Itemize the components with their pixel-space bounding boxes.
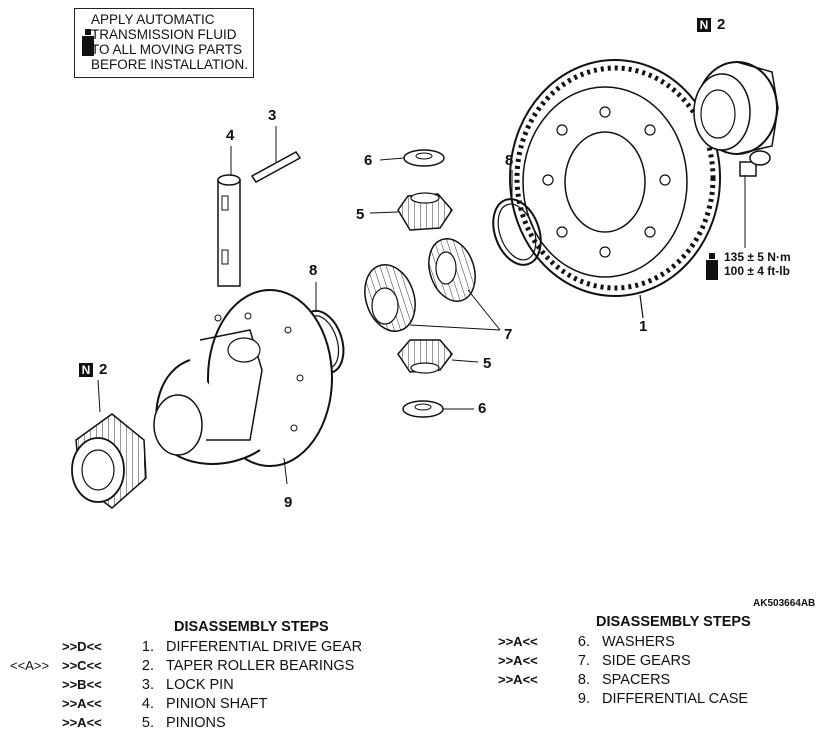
taper-roller-bearing-top: [693, 61, 779, 155]
bolt: [739, 150, 771, 248]
step-row: >>A<< 6. WASHERS: [498, 633, 675, 650]
lock-pin: [250, 126, 302, 183]
step-row: >>A<< 7. SIDE GEARS: [498, 652, 691, 669]
callout-4: 4: [226, 127, 235, 144]
new-part-badge-icon: N: [79, 362, 93, 377]
step-row: 9. DIFFERENTIAL CASE: [577, 690, 749, 707]
fluid-note-box: APPLY AUTOMATIC TRANSMISSION FLUID TO AL…: [74, 8, 254, 78]
callout-5-top: 5: [356, 206, 365, 223]
step-row: >>B<< 3. LOCK PIN: [62, 676, 234, 693]
spacer-right: [492, 170, 542, 266]
steps-title: DISASSEMBLY STEPS: [596, 614, 751, 630]
differential-case: [153, 289, 333, 485]
note-line-4: BEFORE INSTALLATION.: [91, 57, 249, 72]
washer-top: [379, 149, 445, 167]
pinion-shaft: [217, 146, 241, 287]
callout-3: 3: [268, 107, 277, 124]
taper-roller-bearing-bottom: [71, 379, 147, 509]
torque-imperial: 100 ± 4 ft-lb: [724, 264, 790, 278]
differential-drive-gear: [509, 59, 721, 319]
step-row: >>A<< 5. PINIONS: [62, 714, 226, 731]
callout-5-bottom: 5: [483, 355, 492, 372]
side-gears: [364, 238, 501, 332]
callout-bearing-bottom: N 2: [79, 361, 107, 378]
note-line-3: TO ALL MOVING PARTS: [91, 42, 243, 57]
callout-6-bottom: 6: [478, 400, 487, 417]
step-row: >>A<< 4. PINION SHAFT: [62, 695, 268, 712]
step-row: >>D<< 1. DIFFERENTIAL DRIVE GEAR: [62, 638, 363, 655]
callout-6-top: 6: [364, 152, 373, 169]
oil-can-icon: [706, 253, 718, 280]
step-row: >>A<< 8. SPACERS: [498, 671, 671, 688]
note-line-1: APPLY AUTOMATIC: [91, 12, 215, 27]
callout-7: 7: [504, 326, 513, 343]
callout-8-right: 8: [505, 152, 514, 169]
oil-can-icon: [82, 29, 94, 56]
washer-bottom: [402, 400, 474, 418]
disassembly-steps-right: DISASSEMBLY STEPS >>A<< 6. WASHERS >>A<<…: [498, 614, 751, 708]
callout-9: 9: [284, 494, 293, 511]
new-part-badge-icon: N: [697, 17, 711, 32]
callout-1: 1: [639, 318, 648, 335]
note-line-2: TRANSMISSION FLUID: [91, 27, 237, 42]
steps-title: DISASSEMBLY STEPS: [174, 619, 329, 635]
torque-spec: 135 ± 5 N·m 100 ± 4 ft-lb: [706, 250, 791, 280]
torque-metric: 135 ± 5 N·m: [724, 250, 791, 264]
disassembly-steps-left: DISASSEMBLY STEPS >>D<< 1. DIFFERENTIAL …: [10, 619, 362, 732]
pinion-bottom: [397, 339, 479, 374]
step-row: <<A>> >>C<< 2. TAPER ROLLER BEARINGS: [10, 657, 355, 674]
figure-code: AK503664AB: [753, 598, 816, 609]
callout-8-left: 8: [309, 262, 318, 279]
callout-bearing-top: N 2: [697, 16, 725, 33]
pinion-top: [369, 192, 453, 231]
